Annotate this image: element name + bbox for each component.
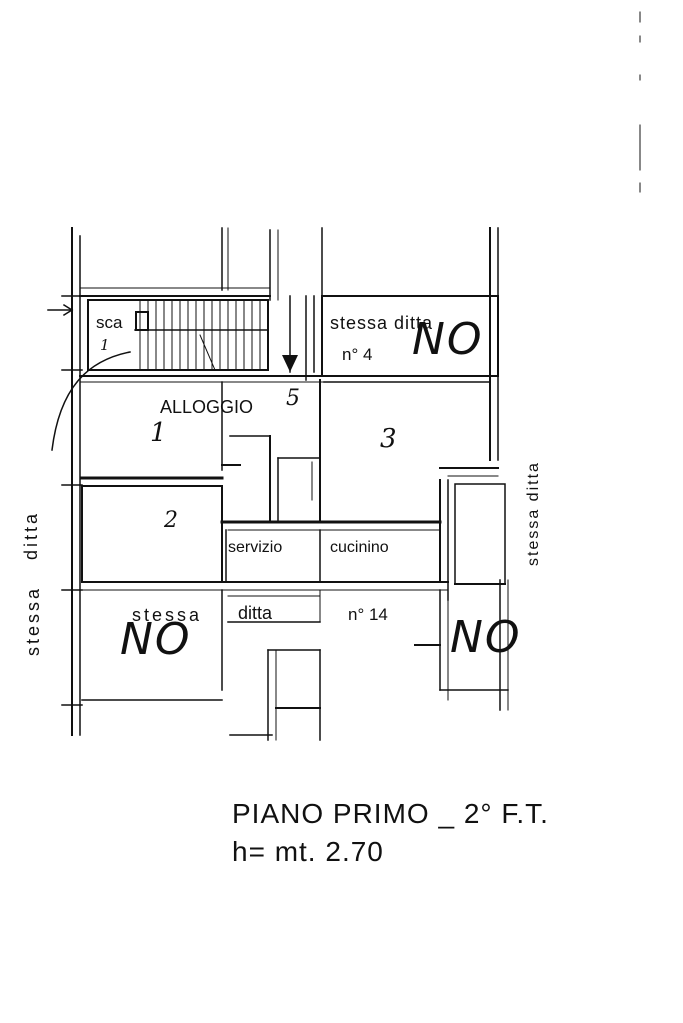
label-stessa-ditta-right: stessa ditta: [525, 461, 542, 566]
label-scala: sca: [96, 313, 123, 332]
caption-floor: PIANO PRIMO _ 2° F.T.: [232, 798, 549, 829]
label-ditta-left: ditta: [21, 510, 41, 560]
label-room-2: 2: [164, 508, 178, 533]
no-annotation-right: NO: [450, 612, 522, 663]
label-n4: n° 4: [342, 345, 373, 364]
label-room-1: 1: [150, 418, 167, 448]
label-cucinino: cucinino: [330, 539, 389, 556]
label-servizio: servizio: [228, 539, 283, 556]
label-n14: n° 14: [348, 605, 388, 624]
label-alloggio-number: 5: [286, 386, 300, 411]
label-stessa-ditta-top: stessa ditta: [330, 313, 434, 333]
no-annotation-left: NO: [120, 614, 192, 665]
label-room-3: 3: [380, 424, 397, 454]
label-stessa-left: stessa: [23, 585, 43, 656]
label-ditta-bottom: ditta: [238, 603, 273, 623]
label-stessa-bottom: stessa: [132, 605, 203, 625]
label-stair-number: 1: [100, 336, 110, 354]
caption-height: h= mt. 2.70: [232, 836, 384, 867]
no-annotation-top: NO: [412, 314, 484, 365]
label-alloggio: ALLOGGIO: [160, 397, 254, 417]
plan-caption: PIANO PRIMO _ 2° F.T. h= mt. 2.70: [232, 795, 549, 871]
